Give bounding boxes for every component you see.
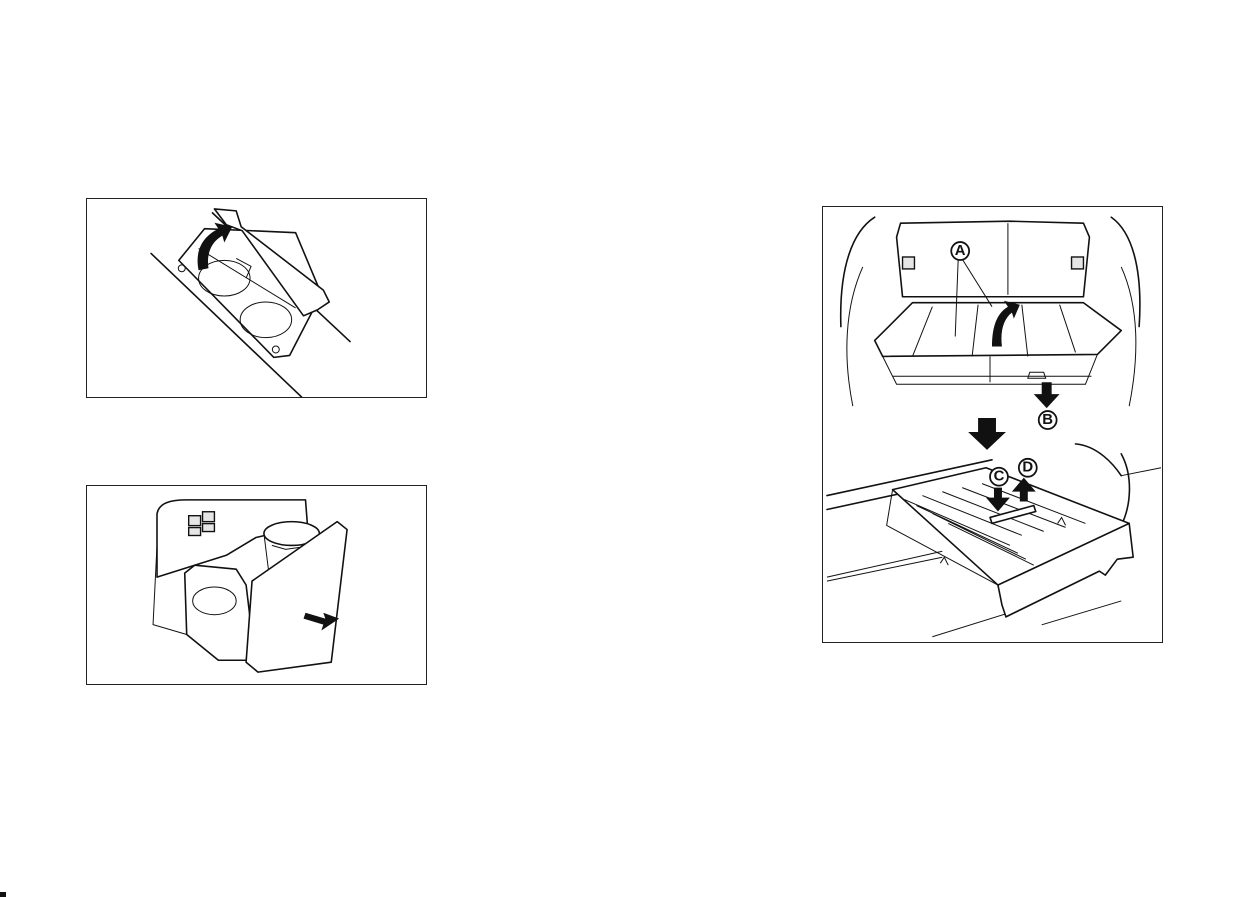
- cupholder-rear-illustration: [87, 486, 426, 684]
- down-arrow-icon: [968, 418, 1006, 450]
- opening-right-edge: [1111, 217, 1140, 326]
- floor-line: [827, 551, 942, 581]
- cupholder-drawer: [185, 565, 252, 660]
- callout-c-label: C: [994, 469, 1005, 485]
- cupholder-front-figure: [86, 198, 427, 398]
- page-edge-mark: [0, 892, 6, 897]
- usb-port: [203, 512, 215, 522]
- cargo-area-illustration: A B C D: [823, 207, 1162, 642]
- cupholder-rear-figure: [86, 485, 427, 685]
- callout-a-label: A: [955, 243, 966, 259]
- board-handle: [1028, 372, 1046, 378]
- seat-latch: [1072, 257, 1084, 269]
- callout-b-label: B: [1042, 412, 1053, 428]
- opening-left-edge: [841, 217, 875, 326]
- usb-port: [189, 516, 201, 526]
- cargo-area-figure: A B C D: [822, 206, 1163, 643]
- usb-port: [189, 528, 201, 536]
- down-arrow-icon: [1034, 382, 1060, 408]
- rear-seatback: [897, 221, 1090, 297]
- cupholder-front-illustration: [87, 199, 426, 397]
- seat-latch: [903, 257, 915, 269]
- callout-d-label: D: [1022, 460, 1033, 476]
- usb-port: [203, 524, 215, 532]
- screw: [178, 265, 185, 272]
